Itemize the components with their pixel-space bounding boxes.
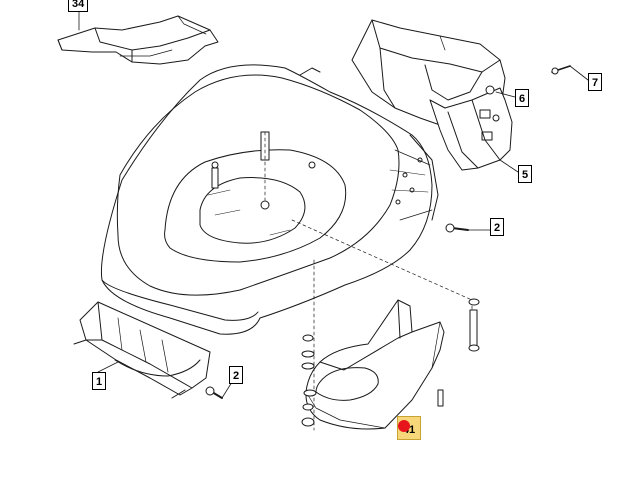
callout-5[interactable]: 5 xyxy=(518,165,533,183)
part-1-front-flap xyxy=(73,301,211,399)
callout-6[interactable]: 6 xyxy=(515,89,530,107)
hardware-stack-center xyxy=(301,334,317,427)
bolt-7 xyxy=(551,65,571,75)
mower-deck-housing xyxy=(100,64,439,335)
callout-1[interactable]: 1 xyxy=(92,372,107,390)
part-34-bracket xyxy=(57,15,219,65)
bolt-2-left xyxy=(205,386,223,399)
bolt-2-right xyxy=(445,223,469,233)
callout-7[interactable]: 7 xyxy=(588,73,603,91)
hardware-stack-right xyxy=(468,298,480,352)
callout-2-right[interactable]: 2 xyxy=(490,218,505,236)
callout-34[interactable]: 34 xyxy=(68,0,89,12)
callout-2-left[interactable]: 2 xyxy=(229,366,244,384)
part-41-side-deflector xyxy=(305,299,445,430)
selection-marker xyxy=(398,420,410,432)
part-5-chute-flap xyxy=(429,85,513,171)
